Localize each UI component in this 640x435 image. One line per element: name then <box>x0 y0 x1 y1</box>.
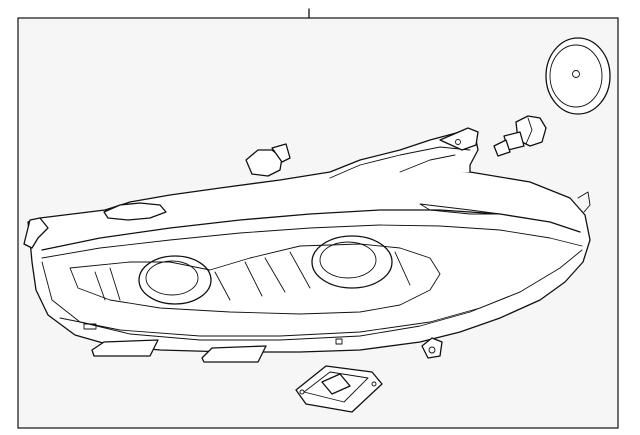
turn-signal-bulb[interactable] <box>245 143 291 177</box>
dust-cap[interactable] <box>545 37 611 115</box>
low-beam-bulb[interactable] <box>493 115 547 157</box>
control-module[interactable] <box>295 365 383 413</box>
headlamp-assembly[interactable] <box>23 127 591 363</box>
